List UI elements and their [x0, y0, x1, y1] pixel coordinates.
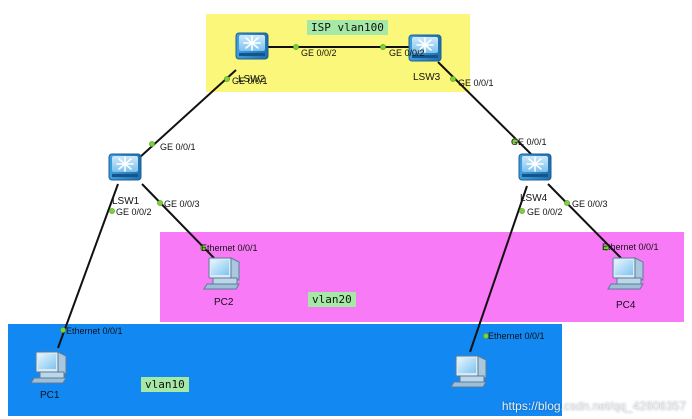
pc-icon[interactable]	[607, 257, 644, 290]
port-label-pc1-eth: Ethernet 0/0/1	[66, 326, 123, 336]
port-label-pc4-eth: Ethernet 0/0/1	[602, 242, 659, 252]
port-dot	[380, 44, 386, 50]
port-dot	[60, 327, 66, 333]
port-label-lsw1-ge003: GE 0/0/3	[164, 199, 200, 209]
port-dot	[109, 208, 115, 214]
link-lsw4-pc3	[469, 185, 528, 353]
link-lsw2-lsw1	[127, 69, 237, 169]
port-label-lsw2-ge001: GE 0/0/1	[232, 76, 268, 86]
switch-icon[interactable]	[108, 153, 142, 181]
port-dot	[450, 76, 456, 82]
switch-icon[interactable]	[235, 32, 269, 60]
port-label-pc3-eth: Ethernet 0/0/1	[488, 331, 545, 341]
port-dot	[200, 245, 206, 251]
device-name-lsw1: LSW1	[112, 196, 140, 207]
watermark: https://blog.csdn.net/qq_42606357	[501, 399, 686, 413]
device-name-pc1: PC1	[40, 390, 60, 401]
device-name-lsw3: LSW3	[413, 72, 441, 83]
zone-label-vlan10: vlan10	[141, 377, 189, 392]
port-dot	[293, 44, 299, 50]
zone-label-vlan20: vlan20	[308, 292, 356, 307]
port-dot	[603, 245, 609, 251]
zone-label-isp: ISP vlan100	[307, 20, 388, 35]
pc-icon[interactable]	[450, 355, 487, 388]
port-dot	[483, 333, 489, 339]
pc-icon[interactable]	[203, 257, 240, 290]
port-label-lsw4-ge001: GE 0/0/1	[511, 137, 547, 147]
device-name-lsw4: LSW4	[520, 193, 548, 204]
switch-icon[interactable]	[518, 153, 552, 181]
port-dots	[60, 44, 609, 339]
port-dot	[224, 76, 230, 82]
port-label-lsw3-ge001: GE 0/0/1	[458, 78, 494, 88]
port-label-lsw4-ge003: GE 0/0/3	[572, 199, 608, 209]
device-name-lsw2: LSW2	[238, 74, 266, 85]
port-dot	[519, 208, 525, 214]
link-lsw1-pc1	[57, 183, 119, 349]
port-label-pc2-eth: Ethernet 0/0/1	[201, 243, 258, 253]
device-name-pc2: PC2	[214, 297, 234, 308]
port-label-lsw3-ge002: GE 0/0/2	[389, 48, 425, 58]
pc-icon[interactable]	[30, 351, 67, 384]
port-label-lsw2-ge002: GE 0/0/2	[301, 48, 337, 58]
link-lsw4-pc4	[547, 183, 622, 259]
port-dot	[149, 141, 155, 147]
device-name-pc4: PC4	[616, 300, 636, 311]
zone-vlan20	[160, 232, 684, 322]
port-dot	[157, 200, 163, 206]
port-label-lsw4-ge002: GE 0/0/2	[527, 207, 563, 217]
port-label-lsw1-ge002: GE 0/0/2	[116, 207, 152, 217]
port-dot	[564, 200, 570, 206]
port-label-lsw1-ge001: GE 0/0/1	[160, 142, 196, 152]
port-dot	[512, 138, 518, 144]
